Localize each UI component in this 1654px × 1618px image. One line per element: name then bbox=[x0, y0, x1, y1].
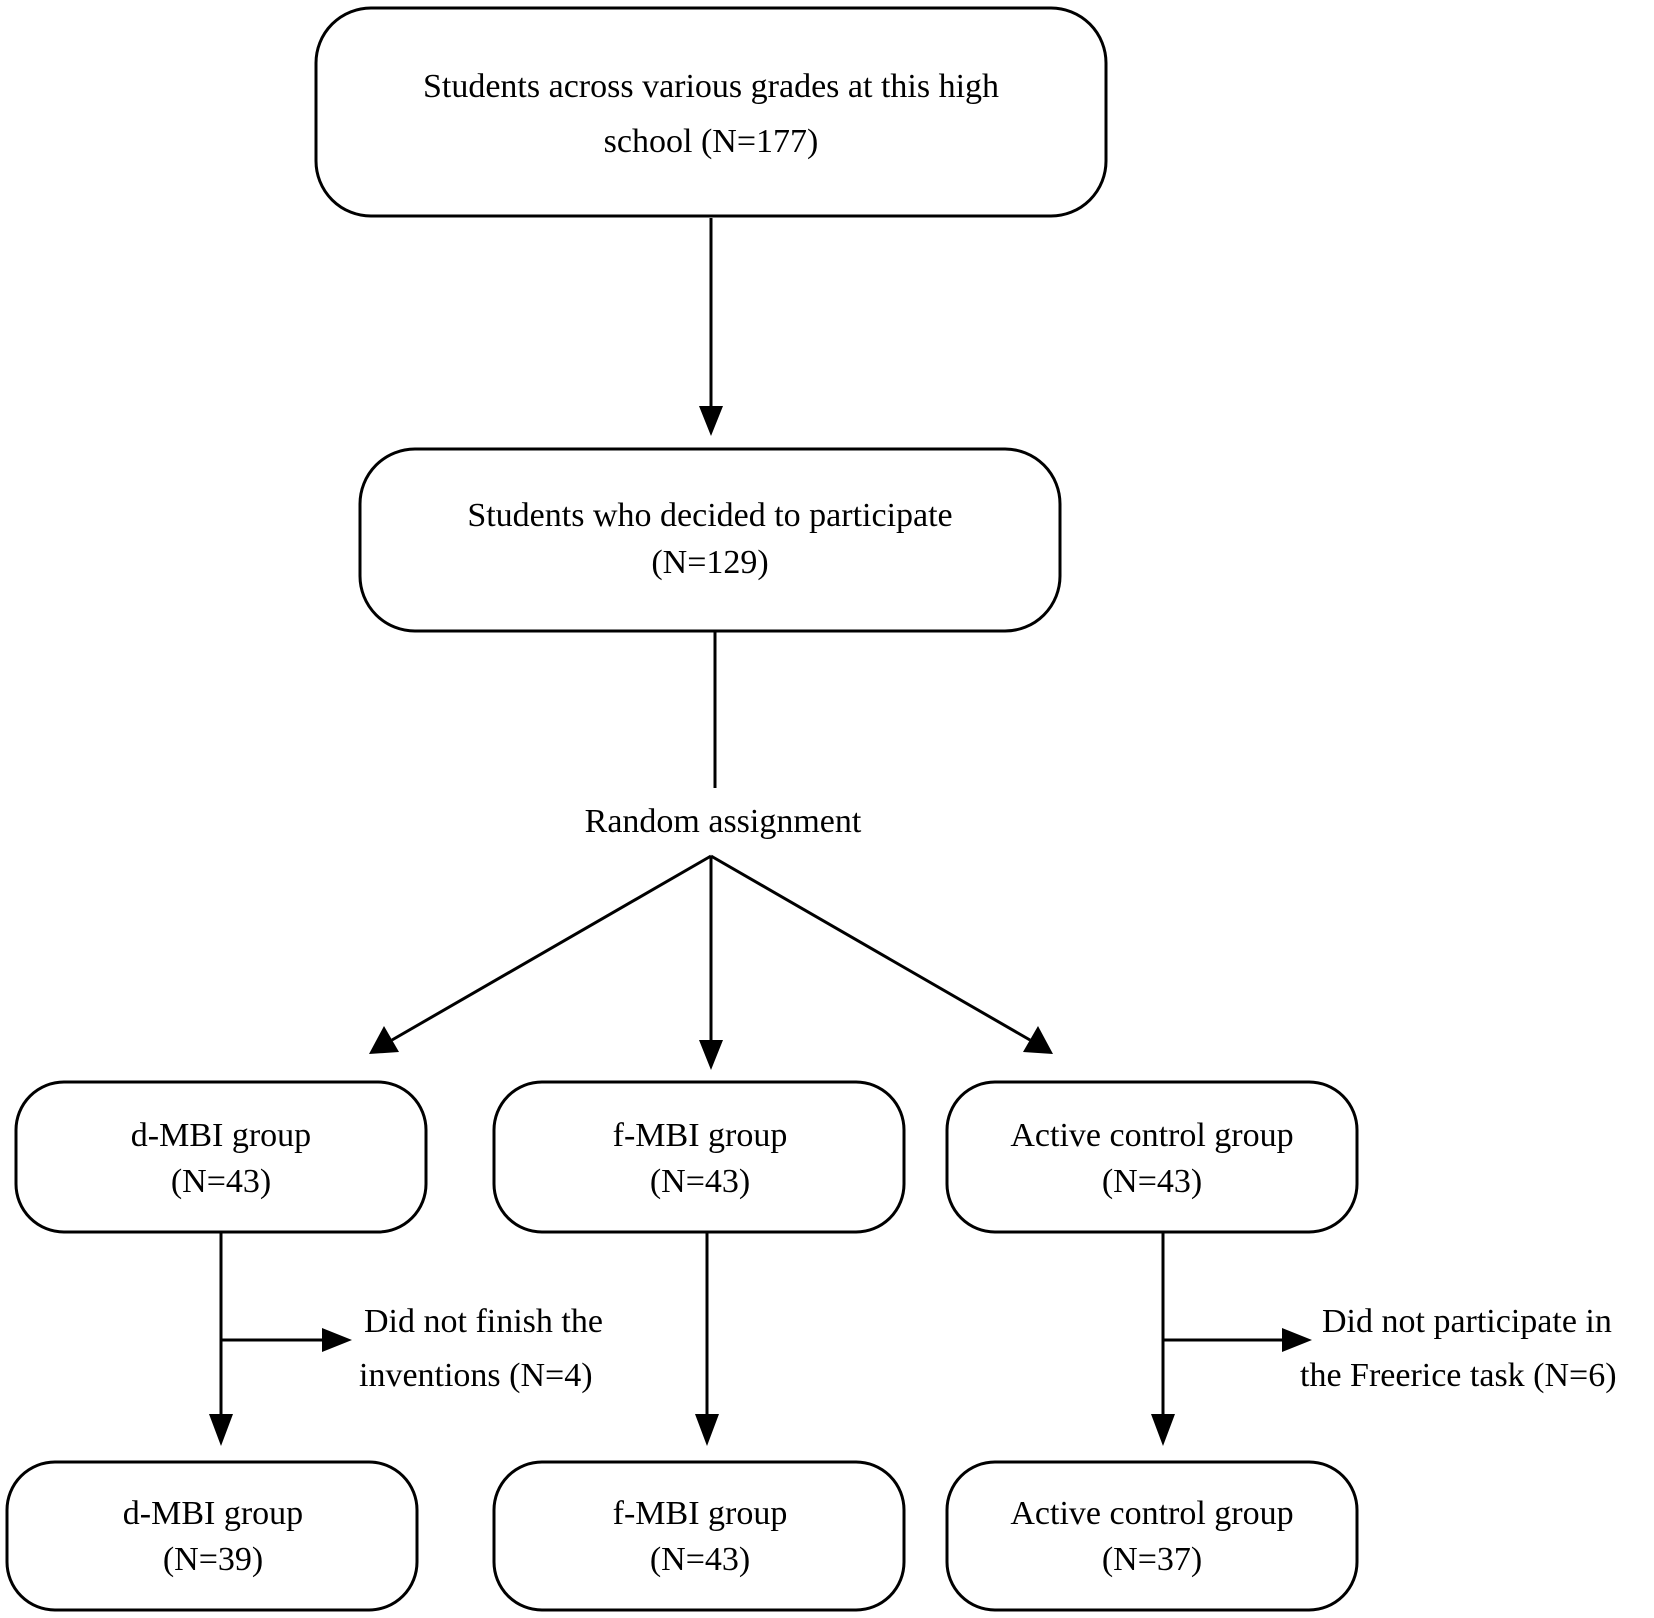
arrowhead-dmbi-exclusion bbox=[322, 1328, 352, 1352]
arrowhead-control-exclusion bbox=[1282, 1328, 1312, 1352]
node-control-final-line2: (N=37) bbox=[1102, 1541, 1202, 1578]
exclusion-control-line2: the Freerice task (N=6) bbox=[1300, 1357, 1617, 1394]
node-all-students-line1: Students across various grades at this h… bbox=[423, 68, 999, 105]
node-fmbi-initial: f-MBI group (N=43) bbox=[492, 1080, 906, 1234]
edge-random-to-dmbi bbox=[391, 854, 712, 1042]
node-control-initial-line2: (N=43) bbox=[1102, 1163, 1202, 1200]
node-fmbi-final: f-MBI group (N=43) bbox=[492, 1460, 906, 1612]
node-control-final: Active control group (N=37) bbox=[945, 1460, 1359, 1612]
arrowhead-participants bbox=[699, 406, 723, 436]
arrowhead-fmbi bbox=[699, 1040, 723, 1070]
arrowhead-control-final bbox=[1151, 1414, 1175, 1446]
random-assignment-label: Random assignment bbox=[585, 803, 862, 840]
arrowhead-dmbi bbox=[369, 1026, 399, 1054]
node-control-final-line1: Active control group bbox=[1010, 1495, 1293, 1532]
arrowhead-fmbi-final bbox=[695, 1414, 719, 1446]
node-fmbi-initial-line2: (N=43) bbox=[650, 1163, 750, 1200]
node-fmbi-final-line2: (N=43) bbox=[650, 1541, 750, 1578]
node-participants-line1: Students who decided to participate bbox=[467, 497, 952, 534]
node-dmbi-initial-line1: d-MBI group bbox=[131, 1117, 311, 1154]
node-fmbi-initial-line1: f-MBI group bbox=[613, 1117, 788, 1154]
edge-random-to-control bbox=[710, 854, 1031, 1042]
node-dmbi-initial: d-MBI group (N=43) bbox=[14, 1080, 428, 1234]
node-dmbi-initial-line2: (N=43) bbox=[171, 1163, 271, 1200]
node-participants: Students who decided to participate (N=1… bbox=[358, 447, 1062, 633]
node-dmbi-final-line1: d-MBI group bbox=[123, 1495, 303, 1532]
node-control-initial: Active control group (N=43) bbox=[945, 1080, 1359, 1234]
exclusion-control-line1: Did not participate in bbox=[1322, 1303, 1612, 1340]
node-dmbi-final-line2: (N=39) bbox=[163, 1541, 263, 1578]
node-control-initial-line1: Active control group bbox=[1010, 1117, 1293, 1154]
node-participants-line2: (N=129) bbox=[651, 544, 768, 581]
arrowhead-control bbox=[1023, 1026, 1053, 1054]
node-dmbi-final: d-MBI group (N=39) bbox=[5, 1460, 419, 1612]
exclusion-dmbi-line1: Did not finish the bbox=[364, 1303, 603, 1340]
node-all-students: Students across various grades at this h… bbox=[314, 6, 1108, 218]
exclusion-dmbi-line2: inventions (N=4) bbox=[359, 1357, 593, 1394]
arrowhead-dmbi-final bbox=[209, 1414, 233, 1446]
node-fmbi-final-line1: f-MBI group bbox=[613, 1495, 788, 1532]
node-all-students-line2: school (N=177) bbox=[604, 123, 819, 160]
